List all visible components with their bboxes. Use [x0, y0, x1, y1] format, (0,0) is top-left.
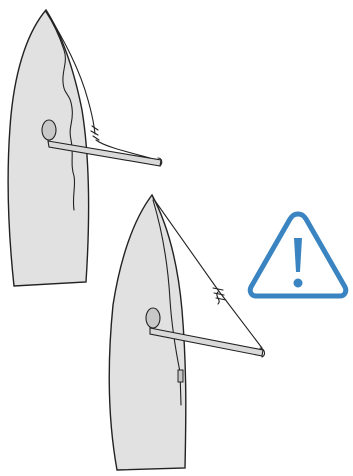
boat-top-forestay: [46, 11, 96, 135]
boat-bottom-knot: [216, 291, 220, 305]
boat-top-mast: [41, 119, 57, 141]
warning-exclamation-bar: [294, 238, 302, 272]
boat-bottom-cleat: [177, 369, 184, 383]
boat-top: [7, 8, 163, 287]
warning-exclamation-dot: [293, 278, 303, 288]
boat-bottom-pole: [149, 327, 264, 357]
boat-bottom-forestay: [152, 197, 263, 349]
boat-top-pole-end: [157, 157, 163, 167]
boat-bottom-pole-end: [259, 347, 265, 358]
boat-bottom-mast: [145, 307, 161, 329]
boat-bottom: [108, 193, 265, 471]
boat-top-loose-line: [45, 11, 76, 211]
warning-triangle-icon: [247, 211, 349, 299]
boat-top-hull: [7, 8, 90, 287]
boat-top-lashing: [90, 125, 151, 159]
boat-bottom-halyard: [152, 199, 182, 406]
